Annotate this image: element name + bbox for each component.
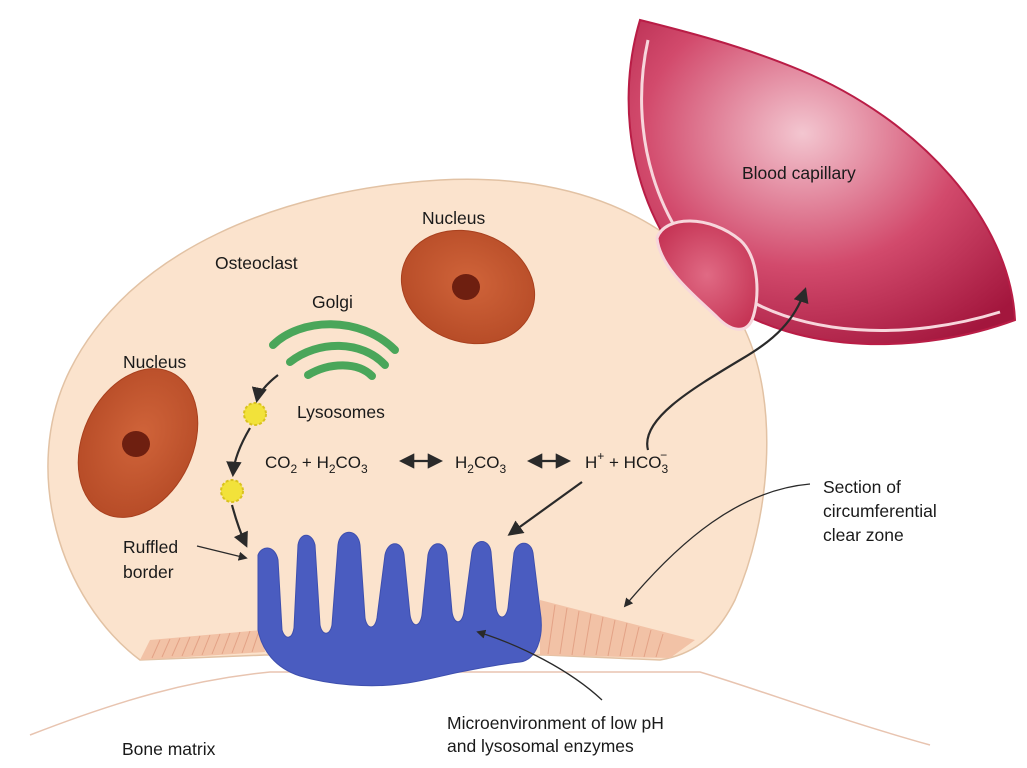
arrow-clear-zone: [623, 483, 811, 608]
bone-matrix-surface: [29, 671, 931, 746]
clear-zone-left: [140, 630, 265, 660]
arrow-hco3-to-capillary: [646, 287, 809, 451]
equation-left: CO2 + H2CO3: [265, 453, 368, 476]
nucleus-top: [400, 229, 536, 345]
label-lysosomes: Lysosomes: [297, 402, 385, 422]
label-nucleus-left: Nucleus: [123, 352, 186, 372]
ruffled-border: [257, 531, 542, 687]
label-osteoclast: Osteoclast: [215, 253, 298, 273]
label-ruffled: Ruffled: [123, 537, 178, 557]
arrow-lysosome-to-border: [230, 504, 248, 548]
chemical-equation: CO2 + H2CO3 H2CO3 H+ + HCO3−: [265, 448, 668, 476]
label-clear-zone: clear zone: [823, 525, 904, 545]
blood-capillary: [627, 18, 1017, 346]
label-border: border: [123, 562, 174, 582]
diagram-arrows: [196, 287, 811, 701]
lysosome-upper: [243, 402, 267, 426]
label-section-of: Section of: [823, 477, 901, 497]
label-circumferential: circumferential: [823, 501, 937, 521]
label-bone-matrix: Bone matrix: [122, 739, 216, 759]
arrow-golgi-to-lysosome: [251, 374, 279, 404]
label-blood-capillary: Blood capillary: [742, 163, 856, 183]
arrow-ruffled-label: [196, 545, 248, 561]
arrow-h-to-border: [507, 481, 583, 536]
golgi-apparatus: [269, 320, 399, 380]
clear-zone-right: [540, 600, 695, 658]
arrow-lysosome-to-lower: [226, 427, 251, 478]
label-microenvironment-line2: and lysosomal enzymes: [447, 736, 634, 756]
nucleus-left: [77, 368, 199, 518]
label-nucleus-top: Nucleus: [422, 208, 485, 228]
lysosome-lower: [220, 479, 244, 503]
label-golgi: Golgi: [312, 292, 353, 312]
osteoclast-cell: [47, 178, 768, 661]
arrow-microenvironment: [476, 629, 603, 701]
equation-right: H+ + HCO3−: [585, 448, 668, 476]
equation-middle: H2CO3: [455, 453, 506, 476]
label-microenvironment-line1: Microenvironment of low pH: [447, 713, 664, 733]
